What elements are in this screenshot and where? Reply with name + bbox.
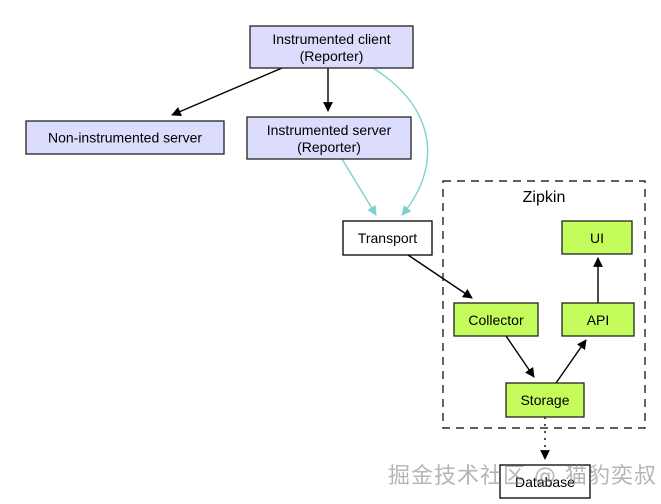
edge-collector-to-storage: [505, 335, 535, 378]
node-transport: Transport: [342, 220, 433, 256]
node-label: Non-instrumented server: [48, 130, 202, 146]
cluster-label: Zipkin: [523, 189, 566, 206]
node-collector: Collector: [453, 302, 539, 337]
edge-client-to-noninst: [171, 67, 283, 117]
node-label: Database: [515, 474, 575, 490]
node-ui: UI: [561, 220, 633, 255]
zipkin-cluster: Zipkin: [442, 180, 646, 429]
node-non-instrumented-server: Non-instrumented server: [25, 120, 225, 155]
node-label-line2: (Reporter): [300, 48, 364, 64]
node-database: Database: [499, 464, 591, 499]
node-label: Transport: [358, 230, 418, 246]
node-label-line1: Instrumented client: [272, 31, 390, 47]
node-label: Collector: [468, 312, 524, 328]
node-api: API: [561, 302, 635, 337]
edge-client-to-transport: [372, 67, 429, 216]
edge-storage-to-api: [555, 339, 587, 384]
node-label: UI: [590, 230, 604, 246]
node-label: API: [587, 312, 610, 328]
node-label: Storage: [520, 392, 569, 408]
edge-server-to-transport: [341, 158, 377, 216]
node-label-line2: (Reporter): [297, 139, 361, 155]
node-storage: Storage: [505, 382, 585, 418]
node-label-line1: Instrumented server: [267, 122, 392, 138]
edges: [171, 67, 603, 460]
edge-transport-to-collector: [407, 254, 473, 299]
node-instrumented-server: Instrumented server (Reporter): [246, 116, 412, 160]
node-instrumented-client: Instrumented client (Reporter): [249, 25, 414, 69]
